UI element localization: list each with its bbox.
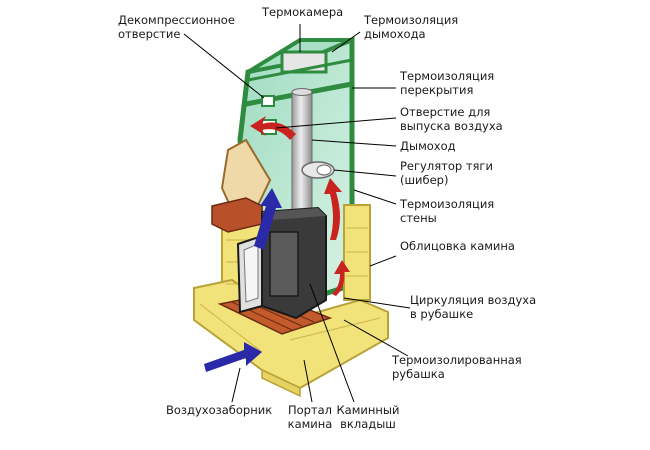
label-air-outlet: Отверстие для выпуска воздуха [400, 105, 503, 133]
arrow-blue-convection [254, 188, 282, 250]
label-decompression-hole: Декомпрессионное отверстие [118, 13, 235, 41]
label-cladding: Облицовка камина [400, 239, 515, 253]
label-chimney: Дымоход [400, 139, 456, 153]
arrow-red-outlet [250, 116, 296, 140]
label-insulated-jacket: Термоизолированная рубашка [392, 353, 522, 381]
label-draft-regulator: Регулятор тяги (шибер) [400, 159, 493, 187]
label-portal: Портал камина [287, 403, 333, 431]
label-ceiling-insulation: Термоизоляция перекрытия [400, 69, 495, 97]
arrow-red-circulation [324, 178, 350, 296]
leader-lines [183, 24, 411, 403]
label-air-circulation: Циркуляция воздуха в рубашке [410, 293, 537, 321]
arrow-blue-intake [204, 342, 262, 372]
label-thermo-chamber: Термокамера [262, 5, 344, 19]
label-insert: Каминный вкладыш [336, 403, 400, 431]
chimney-pipe [291, 88, 335, 213]
fireplace-insert [236, 206, 327, 320]
label-wall-insulation: Термоизоляция стены [400, 197, 495, 225]
label-chimney-insulation: Термоизоляция дымохода [364, 13, 459, 41]
label-air-intake: Воздухозаборник [166, 403, 273, 417]
